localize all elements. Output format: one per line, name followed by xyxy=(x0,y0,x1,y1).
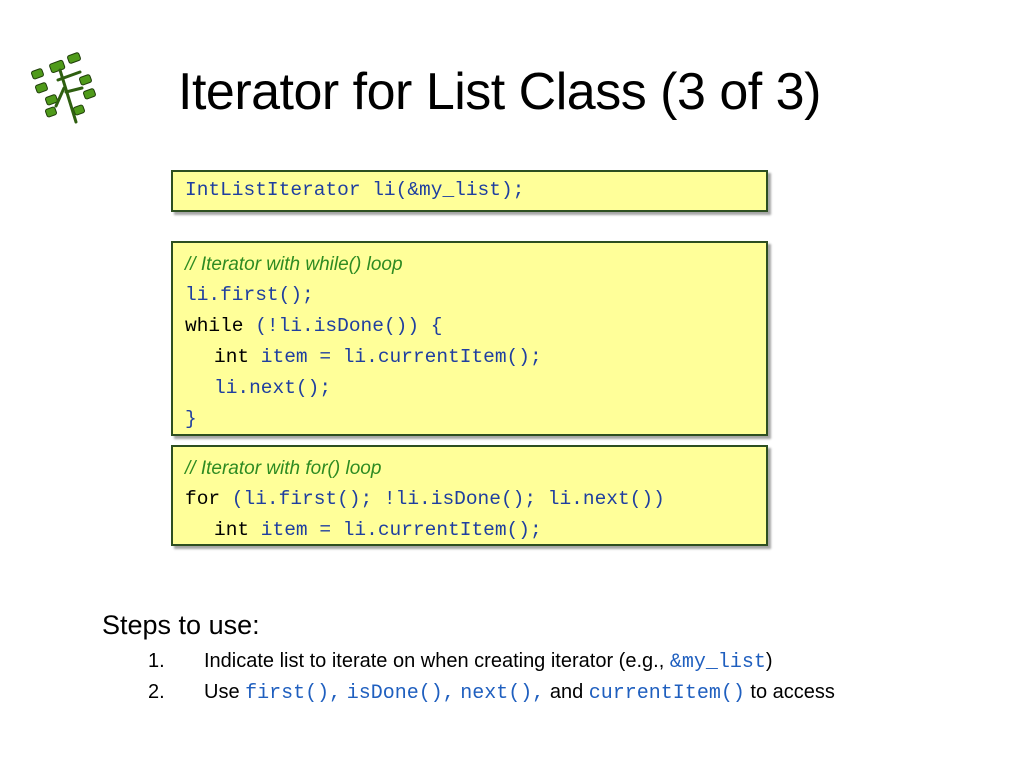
step-text-before: Indicate list to iterate on when creatin… xyxy=(204,650,670,672)
for-comment: // Iterator with for() loop xyxy=(185,458,382,479)
code-line-while: while (!li.isDone()) { xyxy=(185,311,766,342)
step-text: Indicate list to iterate on when creatin… xyxy=(204,646,773,678)
item-assignment: item = li.currentItem(); xyxy=(249,519,542,541)
step-and-word: and xyxy=(544,681,589,703)
code-line-comment: // Iterator with while() loop xyxy=(185,249,766,280)
code-line-for: for (li.first(); !li.isDone(); li.next()… xyxy=(185,484,766,515)
steps-section: Steps to use: 1. Indicate list to iterat… xyxy=(102,608,1002,708)
while-loop-code-box: // Iterator with while() loop li.first()… xyxy=(171,241,768,436)
step-number: 2. xyxy=(148,681,165,703)
while-condition: (!li.isDone()) { xyxy=(243,315,443,337)
step-text-after: ) xyxy=(765,650,773,672)
list-item: 2. Use first(), isDone(), next(), and cu… xyxy=(102,677,1002,708)
while-keyword: while xyxy=(185,315,244,337)
step-number: 1. xyxy=(148,650,165,672)
code-line-next: li.next(); xyxy=(185,373,766,404)
inline-code-isdone: isDone(), xyxy=(346,682,455,705)
code-line-item: int item = li.currentItem(); xyxy=(185,515,766,546)
list-item: 1. Indicate list to iterate on when crea… xyxy=(102,646,1002,677)
item-assignment: item = li.currentItem(); xyxy=(249,346,542,368)
steps-heading: Steps to use: xyxy=(102,610,260,640)
inline-code-currentitem: currentItem() xyxy=(588,682,745,705)
next-call: li.next(); xyxy=(214,377,332,399)
slide-title: Iterator for List Class (3 of 3) xyxy=(178,63,821,121)
int-keyword: int xyxy=(214,519,250,541)
step-text-before: Use xyxy=(204,681,246,703)
int-keyword: int xyxy=(214,346,250,368)
close-brace: } xyxy=(185,408,197,430)
declaration-text: IntListIterator li(&my_list); xyxy=(185,179,525,201)
for-header: (li.first(); !li.isDone(); li.next()) xyxy=(220,488,665,510)
step-text: Use first(), isDone(), next(), and curre… xyxy=(204,677,835,709)
code-line-comment: // Iterator with for() loop xyxy=(185,453,766,484)
code-line-close: } xyxy=(185,404,766,435)
inline-code-my-list: &my_list xyxy=(669,651,766,674)
first-call: li.first(); xyxy=(185,284,314,306)
declaration-code-box: IntListIterator li(&my_list); xyxy=(171,170,768,212)
code-line-first: li.first(); xyxy=(185,280,766,311)
step-text-after: to access xyxy=(744,681,835,703)
for-keyword: for xyxy=(185,488,221,510)
circuit-figure-logo-icon xyxy=(30,52,96,124)
code-line-item: int item = li.currentItem(); xyxy=(185,342,766,373)
for-loop-code-box: // Iterator with for() loop for (li.firs… xyxy=(171,445,768,546)
steps-list: 1. Indicate list to iterate on when crea… xyxy=(102,646,1002,708)
while-comment: // Iterator with while() loop xyxy=(185,254,403,275)
inline-code-first: first(), xyxy=(245,682,342,705)
code-line-declaration: IntListIterator li(&my_list); xyxy=(185,175,766,206)
inline-code-next: next(), xyxy=(460,682,545,705)
